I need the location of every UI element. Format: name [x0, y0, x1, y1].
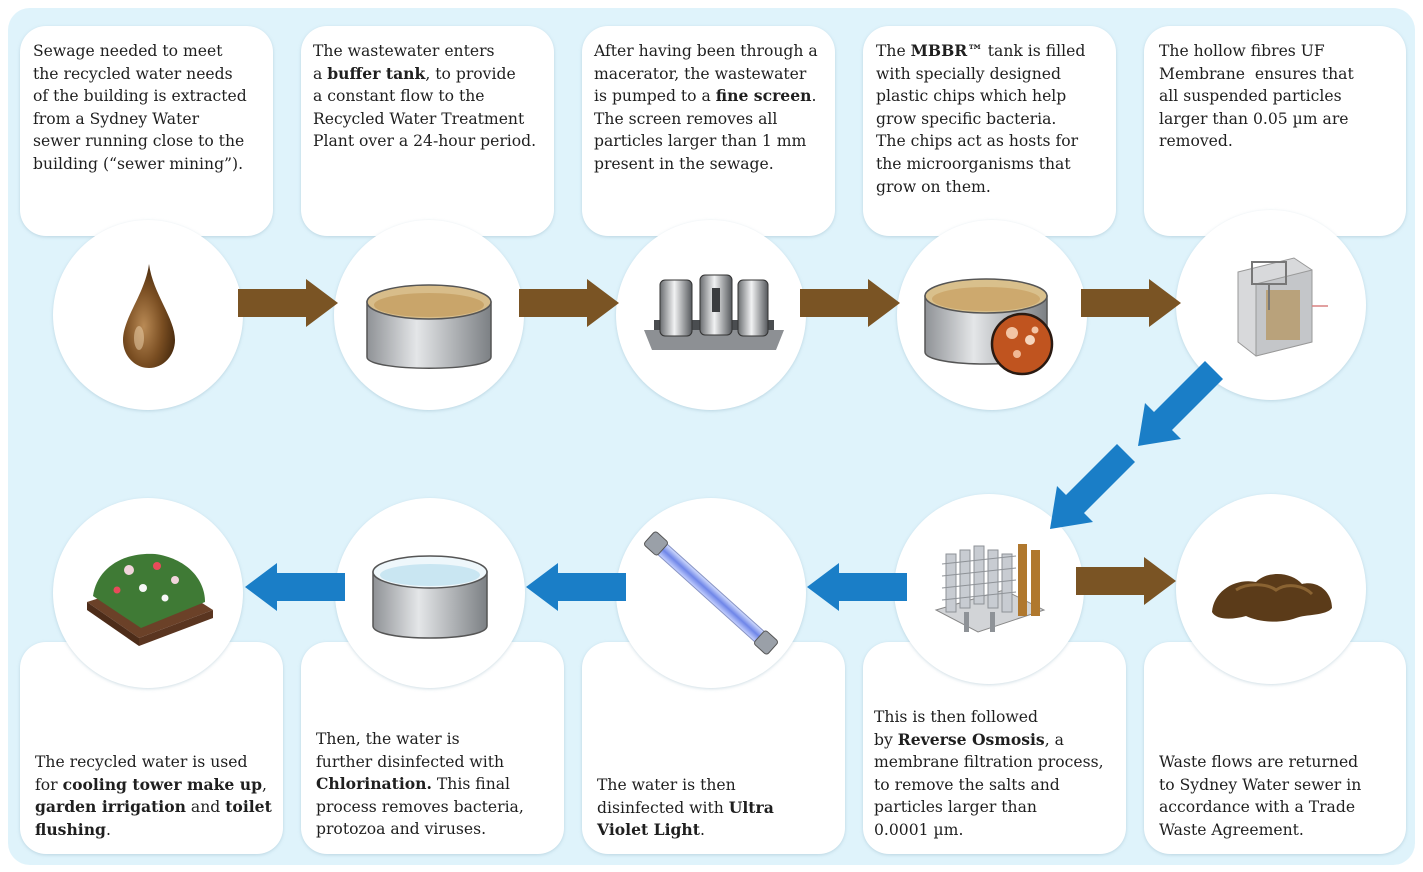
arrow-step9-to-step8	[807, 563, 907, 611]
sewage-drop-icon	[123, 264, 175, 368]
arrow-step3-to-step4	[800, 279, 900, 327]
buffer-tank-icon	[366, 284, 492, 369]
step-6-text: The recycled water is used for cooling t…	[35, 753, 272, 839]
arrow-step5-to-step9-lower	[1050, 444, 1135, 529]
uf-membrane-icon	[1237, 257, 1328, 357]
step-4-card	[863, 26, 1116, 236]
step-2-circle	[334, 220, 524, 410]
waste-sludge-icon	[1212, 573, 1332, 622]
step-5-card	[1144, 26, 1406, 236]
step-2-card	[301, 26, 554, 236]
fine-screen-icon	[644, 274, 784, 350]
step-1-circle	[53, 220, 243, 410]
step-3-circle	[616, 220, 806, 410]
step-8-circle	[616, 498, 806, 688]
step-6-circle	[53, 498, 243, 688]
step-1-text: Sewage needed to meet the recycled water…	[33, 42, 247, 173]
step-9-circle	[894, 494, 1084, 684]
arrow-step8-to-step7	[526, 563, 626, 611]
arrow-step1-to-step2	[238, 279, 338, 327]
step-2-text: The wastewater enters a buffer tank, to …	[313, 42, 537, 151]
step-1-card	[20, 26, 273, 236]
step-5-text: The hollow fibres UF Membrane ensures th…	[1159, 42, 1354, 151]
step-4-circle	[897, 220, 1087, 410]
step-9-text: This is then followed by Reverse Osmosis…	[874, 708, 1104, 839]
mbbr-tank-icon	[924, 278, 1054, 376]
step-10-text: Waste flows are returned to Sydney Water…	[1159, 753, 1362, 839]
reverse-osmosis-icon	[934, 544, 1046, 633]
step-5-circle	[1176, 210, 1366, 400]
arrow-step4-to-step5	[1081, 279, 1181, 327]
step-8-text: The water is then disinfected with Ultra…	[597, 776, 774, 840]
step-10-circle	[1176, 494, 1366, 684]
step-7-circle	[335, 498, 525, 688]
arrow-step2-to-step3	[519, 279, 619, 327]
arrow-step7-to-step6	[245, 563, 345, 611]
step-3-card	[582, 26, 835, 236]
chlorination-tank-icon	[372, 555, 488, 639]
step-4-text: The MBBR™ tank is filled with specially …	[876, 41, 1086, 196]
step-7-text: Then, the water is further disinfected w…	[316, 730, 524, 839]
step-3-text: After having been through a macerator, t…	[594, 42, 818, 173]
uv-lamp-icon	[644, 531, 778, 655]
arrow-step9-to-step10	[1076, 557, 1176, 605]
garden-irrigation-icon	[87, 553, 213, 646]
arrow-step5-to-step9-upper	[1138, 361, 1223, 446]
